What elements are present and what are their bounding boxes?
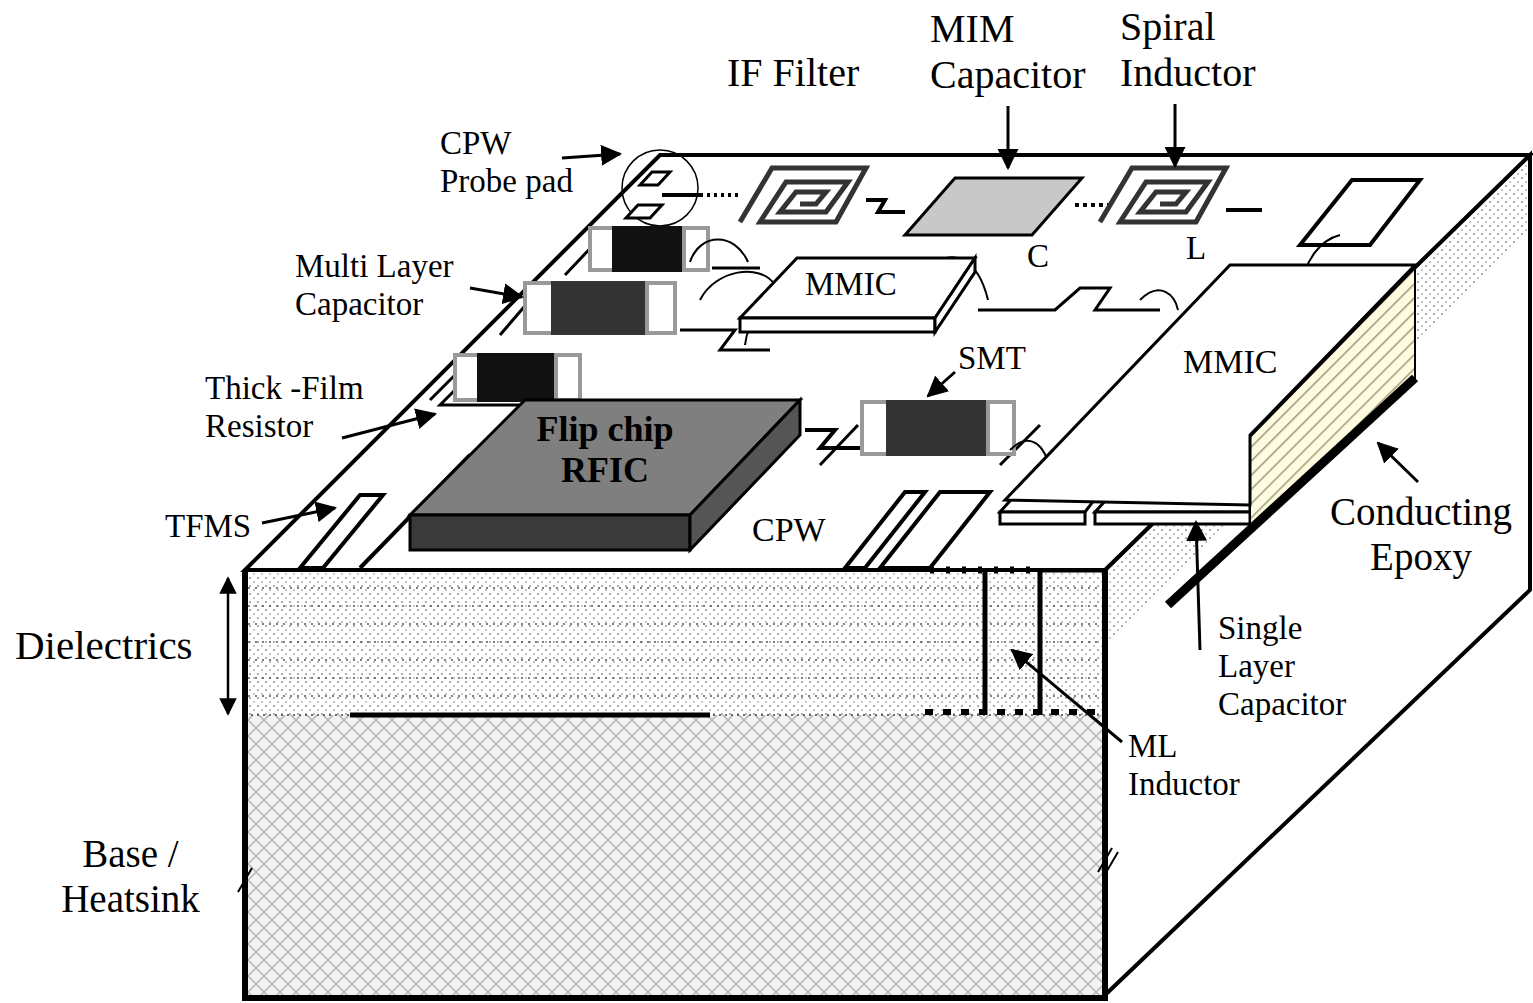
- leader-arrow: [1174, 104, 1177, 166]
- chip-capacitor: [479, 355, 556, 400]
- callout-label: CPW: [752, 510, 826, 549]
- surface-traces: [1075, 203, 1110, 207]
- callout-label: Conducting Epoxy: [1315, 490, 1527, 580]
- substrate-block: [238, 848, 1118, 892]
- callout-label: TFMS: [165, 508, 251, 546]
- mmic-chip: MMIC: [735, 252, 980, 337]
- substrate-block: [930, 567, 1040, 574]
- surface-traces: [662, 193, 700, 197]
- chip-face: [740, 318, 935, 332]
- substrate-block: [248, 623, 1102, 625]
- surface-traces: [700, 193, 740, 197]
- callout-label: Spiral Inductor: [1120, 4, 1295, 96]
- callout-label: L: [1186, 230, 1206, 268]
- substrate-block: [248, 677, 1102, 679]
- substrate-block: [245, 570, 1105, 998]
- callout-label: MIM Capacitor: [930, 6, 1120, 98]
- substrate-block: [245, 715, 1105, 995]
- chip-capacitor: [556, 355, 580, 400]
- surface-traces: [622, 150, 698, 226]
- chip-capacitor: [590, 228, 614, 270]
- leader-arrow: [262, 104, 1418, 742]
- surface-traces: [880, 492, 990, 568]
- chip-label: Flip chip RFIC: [500, 409, 710, 492]
- leader-arrow: [342, 414, 435, 438]
- substrate-block: [248, 587, 1102, 589]
- mim-capacitor: [905, 178, 1082, 235]
- callout-label: CPW Probe pad: [440, 125, 590, 201]
- leader-arrow: [1012, 650, 1122, 742]
- chip-capacitor: [525, 283, 553, 333]
- callout-label: Single Layer Capacitor: [1218, 610, 1368, 724]
- mim-capacitor: [905, 178, 1082, 235]
- callout-label: ML Inductor: [1128, 728, 1268, 804]
- chip-label: MMIC: [1183, 342, 1277, 381]
- bond-wire: [690, 240, 748, 263]
- substrate-block: [245, 714, 1105, 716]
- leader-arrow: [562, 154, 620, 158]
- chip-capacitor: [614, 228, 684, 270]
- substrate-block: [350, 713, 710, 718]
- substrate-block: [227, 578, 230, 714]
- single-layer-capacitor: [1000, 512, 1085, 524]
- chip-label: MMIC: [805, 266, 897, 304]
- substrate-block: [248, 641, 1102, 643]
- callout-label: Base / Heatsink: [38, 832, 223, 922]
- leader-arrow: [1196, 522, 1200, 650]
- chip-capacitor: [988, 402, 1014, 454]
- chip-capacitor: [553, 283, 647, 333]
- leader-arrow: [1007, 106, 1010, 168]
- chip-face: [1005, 265, 1415, 505]
- surface-traces: [626, 205, 662, 218]
- callout-label: Thick -Film Resistor: [205, 370, 385, 446]
- leader-arrow: [470, 288, 522, 297]
- spiral-inductor: [740, 168, 866, 222]
- single-layer-capacitor: [1095, 512, 1250, 524]
- leader-arrow: [928, 372, 955, 396]
- surface-traces: [300, 150, 1420, 568]
- callout-label: Dielectrics: [15, 622, 193, 669]
- substrate-block: [925, 709, 1105, 715]
- substrate-block: [1040, 570, 1105, 715]
- surface-traces: [640, 172, 670, 185]
- chip-capacitor: [647, 283, 675, 333]
- callout-label: SMT: [958, 340, 1026, 378]
- callout-label: IF Filter: [727, 50, 859, 96]
- substrate-block: [248, 605, 1102, 607]
- substrate-block: [248, 695, 1102, 697]
- surface-traces: [1226, 208, 1262, 212]
- leader-arrow: [1378, 443, 1418, 482]
- callout-label: Multi Layer Capacitor: [295, 248, 475, 324]
- chip-face: [935, 258, 975, 332]
- callout-label: C: [1027, 238, 1049, 276]
- substrate-block: [245, 570, 1105, 715]
- bond-wire: [1140, 290, 1178, 310]
- chip-face: [410, 515, 690, 550]
- leader-arrow: [262, 508, 335, 523]
- surface-traces: [1300, 180, 1420, 245]
- spiral-inductor: [1100, 168, 1226, 222]
- surface-traces: [978, 288, 1160, 310]
- surface-traces: [866, 200, 905, 212]
- flip-chip: Flip chip RFIC: [405, 395, 805, 555]
- substrate-block: [228, 155, 1530, 998]
- chip-capacitor: [888, 402, 988, 454]
- substrate-block: [983, 570, 988, 715]
- chip-capacitor: [862, 402, 888, 454]
- substrate-block: [248, 659, 1102, 661]
- substrate-block: [248, 588, 1102, 696]
- chip-capacitor: [455, 355, 479, 400]
